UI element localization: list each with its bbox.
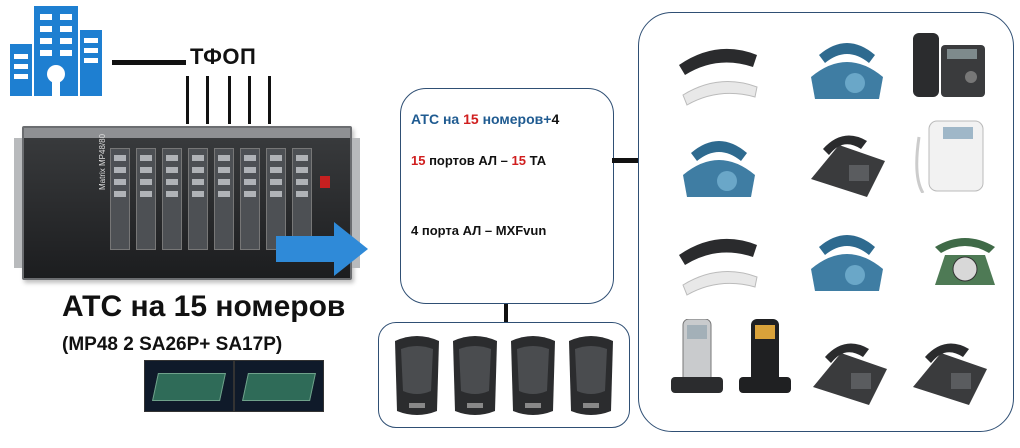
desk-phone-icon <box>913 343 987 405</box>
slim-phone-icon <box>679 238 758 296</box>
rack-top-panel <box>24 128 350 138</box>
door-phone-icon <box>569 336 613 415</box>
pbx-brand-label: Matrix MP48/80 <box>98 133 107 190</box>
power-switch <box>320 176 330 188</box>
line-card <box>214 148 234 250</box>
cordless-phone-icon <box>739 319 791 393</box>
pstn-label: ТФОП <box>190 44 257 69</box>
slim-phone-icon <box>679 48 758 106</box>
door-phone-icon <box>395 336 439 415</box>
trunk-line <box>228 76 231 124</box>
desk-phone-icon <box>811 135 885 197</box>
rotary-phone-icon <box>935 238 995 285</box>
line-card <box>188 148 208 250</box>
connector-line <box>612 158 638 163</box>
trunk-line <box>186 76 189 124</box>
desk-phone-icon <box>915 120 984 193</box>
arrow-right-icon <box>276 222 368 276</box>
door-phones-box <box>378 322 630 428</box>
connector-line <box>504 304 508 322</box>
pbx-rack <box>14 126 360 280</box>
desk-phone-icon <box>913 33 985 97</box>
desk-phone-icon <box>811 43 883 99</box>
phones-panel <box>638 12 1014 432</box>
line-card <box>162 148 182 250</box>
line-card <box>292 148 312 250</box>
line-card <box>136 148 156 250</box>
building-icon <box>10 6 102 96</box>
trunk-line <box>248 76 251 124</box>
rack-ear <box>352 138 360 268</box>
info-analog-ports: 15 портов АЛ – 15 ТА <box>411 153 547 168</box>
line-card <box>110 148 130 250</box>
cordless-phone-icon <box>671 319 723 393</box>
door-phone-icon <box>453 336 497 415</box>
line-card <box>266 148 286 250</box>
desk-phone-icon <box>813 343 887 405</box>
pbx-title: АТС на 15 номеров <box>62 290 346 323</box>
pbx-info-box: АТС на 15 номеров+4 15 портов АЛ – 15 ТА… <box>400 88 614 304</box>
info-capacity: АТС на 15 номеров+4 <box>411 111 560 127</box>
line-card <box>240 148 260 250</box>
rack-ear <box>14 138 22 268</box>
expansion-board-image <box>234 360 324 412</box>
desk-phone-icon <box>683 141 755 197</box>
door-phone-icon <box>511 336 555 415</box>
pstn-line <box>112 60 186 65</box>
info-doorphone-ports: 4 порта АЛ – MXFvun <box>411 223 547 238</box>
trunk-line <box>206 76 209 124</box>
desk-phone-icon <box>811 235 883 291</box>
expansion-board-image <box>144 360 234 412</box>
trunk-line <box>268 76 271 124</box>
pbx-subtitle: (MP48 2 SA26P+ SA17P) <box>62 334 283 355</box>
